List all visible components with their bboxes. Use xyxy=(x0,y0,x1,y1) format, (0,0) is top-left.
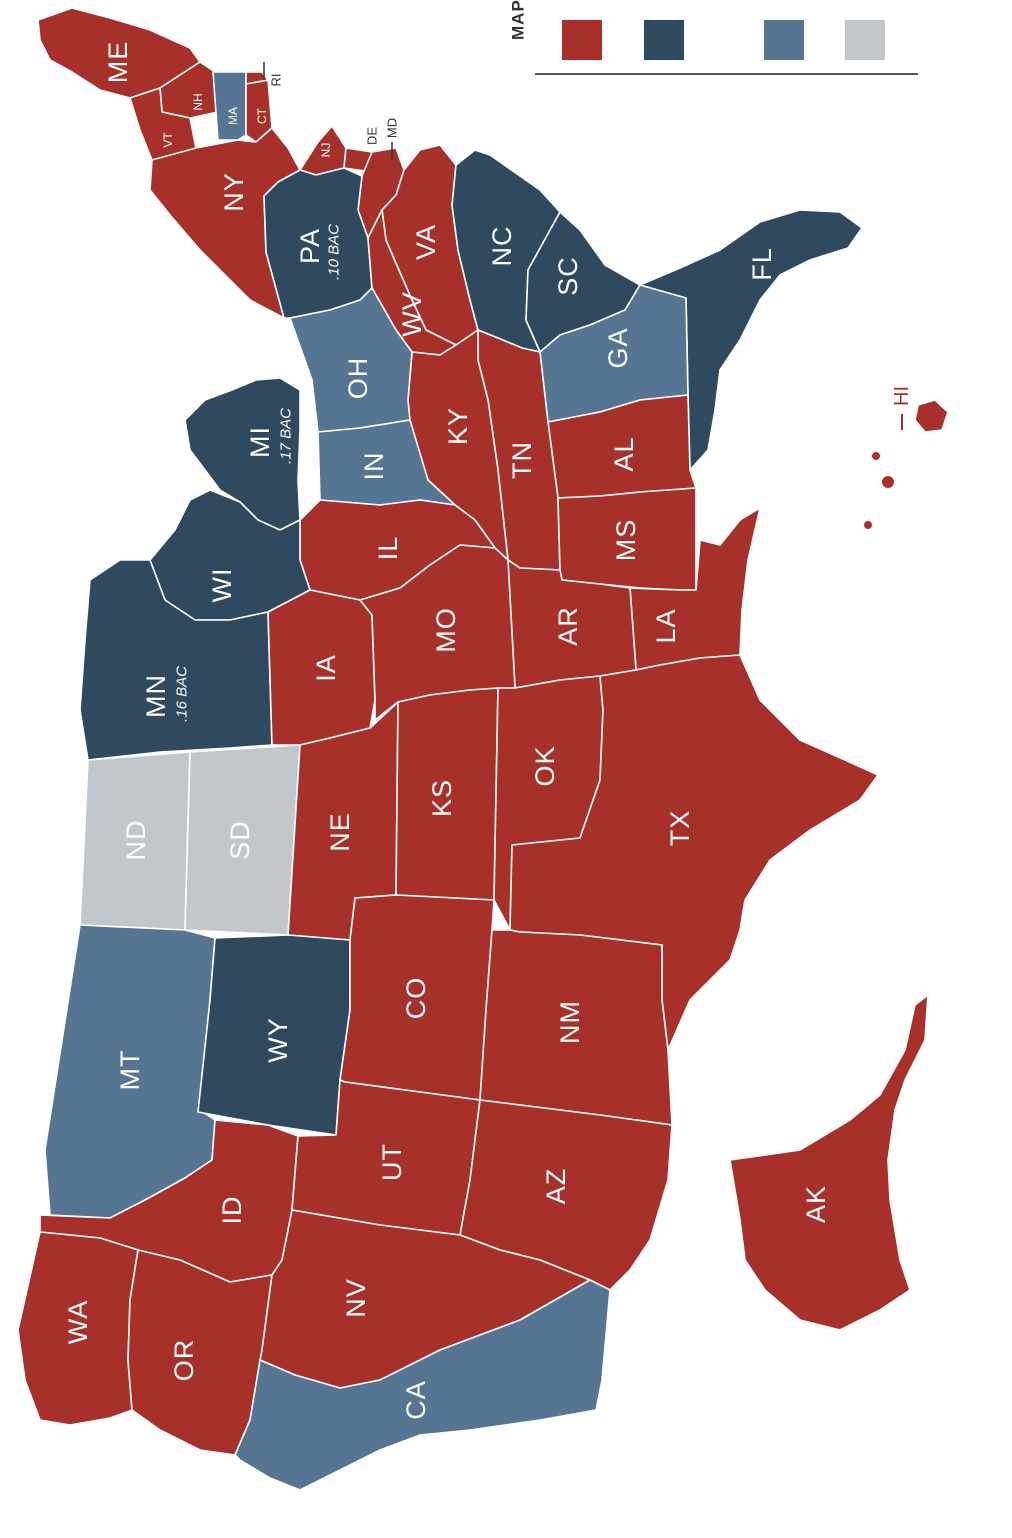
legend-swatch-red xyxy=(562,20,602,60)
state-mi[interactable] xyxy=(184,377,301,531)
label-in: IN xyxy=(359,452,389,481)
label-me: ME xyxy=(103,41,133,84)
label-wa: WA xyxy=(63,1300,93,1345)
legend-swatch-gray xyxy=(845,20,885,60)
label-ak: AK xyxy=(801,1185,831,1223)
label-mn-note: .16 BAC xyxy=(174,666,191,722)
state-hi[interactable] xyxy=(914,399,949,433)
label-va: VA xyxy=(411,224,441,260)
label-wy: WY xyxy=(263,1017,293,1063)
label-nh: NH xyxy=(191,93,205,110)
label-ca: CA xyxy=(401,1380,431,1420)
state-oh[interactable] xyxy=(289,287,413,433)
state-ma[interactable] xyxy=(212,71,247,141)
label-wv: WV xyxy=(397,291,427,337)
label-tn: TN xyxy=(507,441,537,479)
label-oh: OH xyxy=(343,357,373,400)
state-ak[interactable] xyxy=(729,994,929,1331)
state-ia[interactable] xyxy=(267,589,376,746)
label-il: IL xyxy=(373,536,403,561)
state-wa[interactable] xyxy=(17,1231,139,1426)
state-labels: ME NH VT MA CT RI NY NJ DE MD PA .10 BAC… xyxy=(63,41,913,1420)
label-fl: FL xyxy=(747,247,777,281)
hawaii-island xyxy=(872,452,880,460)
label-mt: MT xyxy=(115,1050,145,1091)
label-nj: NJ xyxy=(319,143,333,158)
hawaii-island xyxy=(882,476,894,488)
label-vt: VT xyxy=(161,132,175,148)
state-ca[interactable] xyxy=(234,1279,611,1491)
label-tx: TX xyxy=(665,810,695,847)
label-az: AZ xyxy=(541,1168,571,1205)
label-mn: MN xyxy=(141,674,171,718)
label-hi: HI xyxy=(891,386,913,406)
label-nv: NV xyxy=(341,1278,371,1318)
label-ok: OK xyxy=(530,745,560,786)
label-ct: CT xyxy=(255,107,269,124)
label-ne: NE xyxy=(325,812,355,852)
label-mo: MO xyxy=(431,607,461,653)
map-legend: MAP LI xyxy=(509,0,918,75)
label-ga: GA xyxy=(603,327,633,368)
label-sc: SC xyxy=(553,256,583,296)
label-ny: NY xyxy=(219,172,249,212)
state-tx[interactable] xyxy=(509,654,879,1051)
label-al: AL xyxy=(609,436,639,471)
label-nc: NC xyxy=(487,226,517,267)
label-ut: UT xyxy=(377,1143,407,1181)
label-ri: RI xyxy=(269,74,284,87)
label-ar: AR xyxy=(553,606,583,646)
label-ks: KS xyxy=(427,779,457,817)
label-pa: PA xyxy=(295,228,325,264)
label-or: OR xyxy=(169,1339,199,1382)
state-ri[interactable] xyxy=(245,71,269,85)
label-ms: MS xyxy=(611,519,641,562)
label-la: LA xyxy=(651,608,681,643)
legend-swatch-navy xyxy=(644,20,684,60)
label-pa-note: .10 BAC xyxy=(326,224,343,280)
label-ky: KY xyxy=(443,407,473,445)
legend-title: MAP LI xyxy=(509,0,528,40)
label-md: MD xyxy=(385,118,400,138)
hawaii-island xyxy=(864,521,872,529)
label-sd: SD xyxy=(225,820,255,860)
label-mi-note: .17 BAC xyxy=(278,408,295,464)
state-nm[interactable] xyxy=(479,929,673,1126)
label-nd: ND xyxy=(121,820,151,861)
legend-swatch-steel xyxy=(764,20,804,60)
label-wi: WI xyxy=(207,568,237,603)
label-ia: IA xyxy=(311,654,341,682)
label-id: ID xyxy=(217,1196,247,1225)
label-nm: NM xyxy=(555,1000,585,1044)
label-de: DE xyxy=(365,127,380,145)
label-ma: MA xyxy=(226,107,240,125)
label-co: CO xyxy=(401,977,431,1020)
label-mi: MI xyxy=(245,426,275,458)
